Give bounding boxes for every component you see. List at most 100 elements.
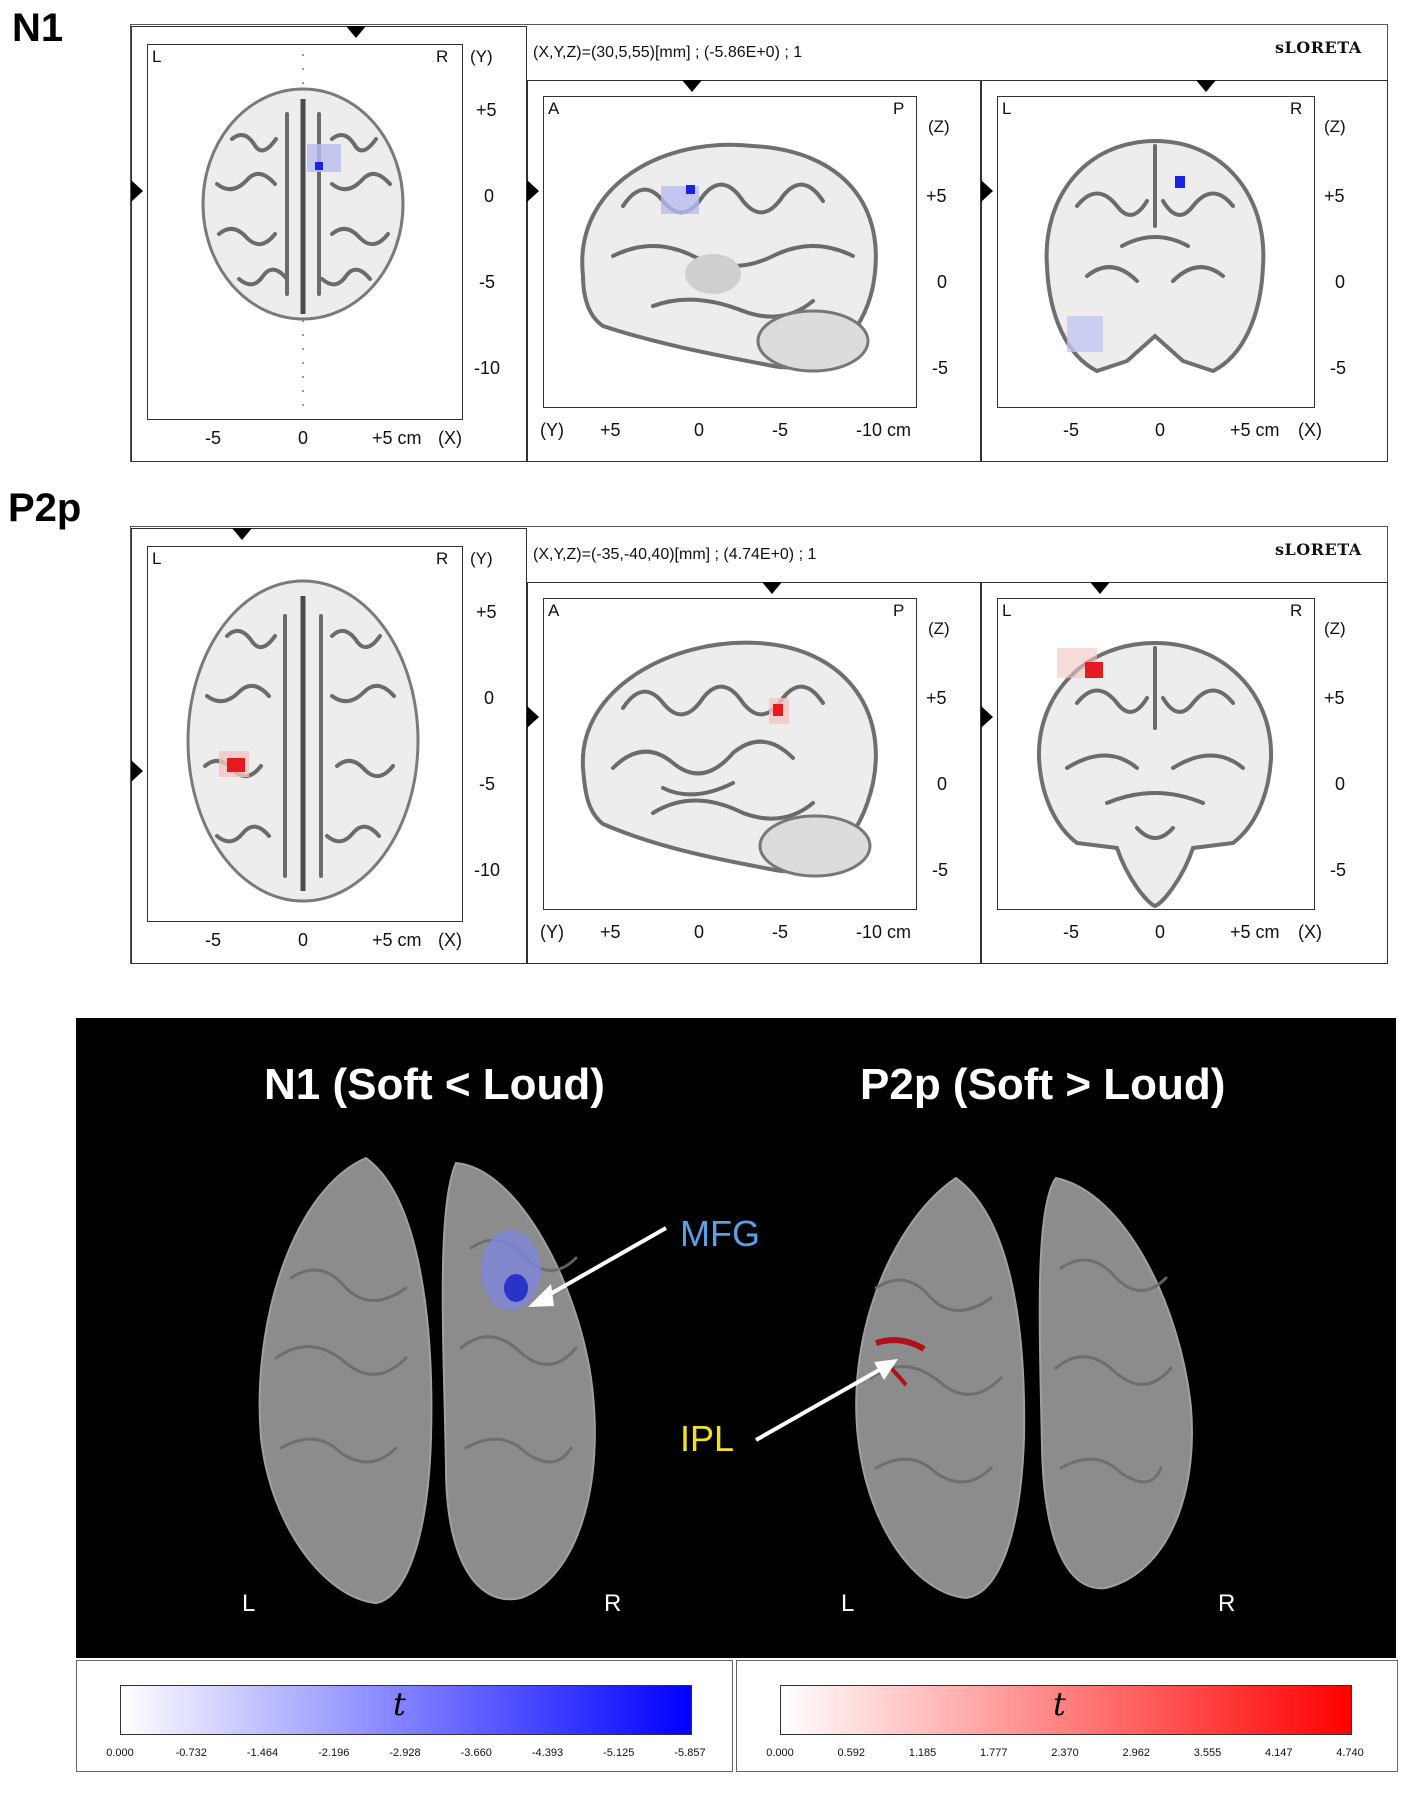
colorbar-tick: 0.000 bbox=[766, 1747, 794, 1759]
colorbar-tick: -5.857 bbox=[674, 1747, 706, 1759]
p2p-coronal-corner-left: L bbox=[1002, 601, 1012, 620]
panel-heading-p2p: P2p bbox=[8, 486, 82, 530]
mfg-annotation: MFG bbox=[680, 1213, 760, 1254]
p2p-coronal-xtick: (X) bbox=[1298, 922, 1322, 942]
n1-axial-ytick: -5 bbox=[479, 272, 496, 292]
n1-sagittal-axis-name: (Z) bbox=[928, 117, 950, 136]
p2p-axial-ytick: +5 bbox=[476, 602, 497, 622]
p2p-sagittal-xtick: 0 bbox=[694, 922, 705, 942]
colorbar-tick: 2.962 bbox=[1122, 1747, 1151, 1759]
p2p-axial-xtick: 0 bbox=[298, 930, 309, 950]
left-view-label-l: L bbox=[242, 1590, 256, 1617]
colorbar-tick: 4.740 bbox=[1336, 1747, 1364, 1759]
p2p-sagittal-top-marker bbox=[762, 582, 782, 594]
p2p-coronal-left-marker bbox=[981, 706, 993, 728]
p2p-coronal-brain-slice bbox=[1036, 640, 1274, 909]
render-left-title: N1 (Soft < Loud) bbox=[264, 1060, 605, 1109]
n1-coronal-left-marker bbox=[981, 180, 993, 202]
p2p-coronal-corner-right: R bbox=[1290, 601, 1303, 620]
n1-sagittal-xtick: 0 bbox=[694, 420, 705, 440]
right-hemisphere-b bbox=[1038, 1176, 1193, 1590]
p2p-sagittal-ytick: 0 bbox=[937, 774, 948, 794]
n1-axial-xtick: 0 bbox=[298, 428, 309, 448]
n1-sagittal-corner-left: A bbox=[548, 99, 560, 118]
p2p-axial-left-marker bbox=[131, 760, 143, 782]
p2p-coronal-axis-name: (Z) bbox=[1324, 619, 1346, 638]
p2p-sagittal-xtick: -5 bbox=[772, 922, 789, 942]
n1-sagittal-top-marker bbox=[682, 80, 702, 92]
n1-coronal-corner-right: R bbox=[1290, 99, 1303, 118]
p2p-sagittal-xtick: (Y) bbox=[540, 922, 564, 942]
colorbar-negative bbox=[120, 1685, 692, 1735]
n1-axial-corner-right: R bbox=[436, 47, 449, 66]
p2p-axial-ytick: 0 bbox=[484, 688, 495, 708]
p2p-sagittal-ytick: -5 bbox=[932, 860, 949, 880]
p2p-sagittal-brain-slice bbox=[580, 640, 878, 878]
colorbar-tick: 3.555 bbox=[1193, 1747, 1222, 1759]
n1-axial-ytick: +5 bbox=[476, 100, 497, 120]
colorbar-tick: -5.125 bbox=[603, 1747, 635, 1759]
n1-coronal-corner-left: L bbox=[1002, 99, 1012, 118]
n1-coronal-top-marker bbox=[1196, 80, 1216, 92]
p2p-sagittal-corner-right: P bbox=[893, 601, 905, 620]
left-hemisphere-b bbox=[855, 1176, 1026, 1600]
colorbar-tick: -3.660 bbox=[460, 1747, 492, 1759]
p2p-axial-ytick: -5 bbox=[479, 774, 496, 794]
n1-axial-ytick: -10 bbox=[474, 358, 501, 378]
colorbar-tick: -4.393 bbox=[531, 1747, 564, 1759]
right-view-label-l: L bbox=[841, 1590, 855, 1617]
colorbar-tick: 0.000 bbox=[106, 1747, 134, 1759]
ipl-arrow-line bbox=[755, 1363, 889, 1442]
n1-axial-xtick: -5 bbox=[205, 428, 222, 448]
p2p-axial-xtick: +5 cm bbox=[372, 930, 422, 950]
p2p-axial-ytick: -10 bbox=[474, 860, 501, 880]
ipl-activation bbox=[875, 1337, 926, 1352]
colorbar-tick: 1.185 bbox=[908, 1747, 937, 1759]
p2p-coronal-ytick: -5 bbox=[1330, 860, 1347, 880]
n1-coronal-brain-slice bbox=[1044, 138, 1266, 374]
n1-coronal-ytick: 0 bbox=[1335, 272, 1346, 292]
p2p-sagittal-xtick: +5 bbox=[600, 922, 621, 942]
p2p-axial-xtick: (X) bbox=[438, 930, 462, 950]
n1-axial-ytick: 0 bbox=[484, 186, 495, 206]
p2p-coronal-ytick: +5 bbox=[1324, 688, 1345, 708]
ipl-arrowhead bbox=[874, 1359, 898, 1380]
ipl-annotation: IPL bbox=[680, 1418, 735, 1459]
left-view-label-r: R bbox=[604, 1590, 622, 1617]
n1-axial-axis-name: (Y) bbox=[470, 47, 493, 66]
n1-coronal-xtick: (X) bbox=[1298, 420, 1322, 440]
p2p-axial-axis-name: (Y) bbox=[470, 549, 493, 568]
n1-coronal-ytick: -5 bbox=[1330, 358, 1347, 378]
colorbar-tick: 4.147 bbox=[1264, 1747, 1293, 1759]
p2p-sagittal-ytick: +5 bbox=[926, 688, 947, 708]
colorbar-negative-ticks: 0.000-0.732-1.464-2.196-2.928-3.660-4.39… bbox=[106, 1747, 705, 1761]
p2p-coronal-xtick: +5 cm bbox=[1230, 922, 1280, 942]
p2p-coronal-xtick: -5 bbox=[1063, 922, 1080, 942]
p2p-coronal-xtick: 0 bbox=[1155, 922, 1166, 942]
colorbar-tick: -0.732 bbox=[175, 1747, 207, 1759]
mfg-arrowhead bbox=[528, 1284, 554, 1307]
n1-coronal-xtick: +5 cm bbox=[1230, 420, 1280, 440]
n1-coordinate-readout: (X,Y,Z)=(30,5,55)[mm] ; (-5.86E+0) ; 1 bbox=[533, 44, 803, 61]
colorbar-tick: 1.777 bbox=[979, 1747, 1008, 1759]
colorbar-tick: -2.928 bbox=[389, 1747, 421, 1759]
p2p-axial-corner-left: L bbox=[152, 549, 162, 568]
p2p-axial-top-marker bbox=[232, 528, 252, 540]
n1-sagittal-ytick: -5 bbox=[932, 358, 949, 378]
colorbar-negative-panel: t 0.000-0.732-1.464-2.196-2.928-3.660-4.… bbox=[76, 1660, 733, 1772]
p2p-axial-xtick: -5 bbox=[205, 930, 222, 950]
mfg-peak bbox=[504, 1274, 528, 1302]
n1-coronal-xtick: 0 bbox=[1155, 420, 1166, 440]
colorbar-tick: -2.196 bbox=[318, 1747, 350, 1759]
n1-axial-corner-left: L bbox=[152, 47, 162, 66]
p2p-coronal-top-marker bbox=[1090, 582, 1110, 594]
right-hemisphere-a bbox=[441, 1161, 596, 1601]
p2p-coordinate-readout: (X,Y,Z)=(-35,-40,40)[mm] ; (4.74E+0) ; 1 bbox=[533, 546, 817, 563]
n1-axial-xtick: +5 cm bbox=[372, 428, 422, 448]
n1-sagittal-xtick: +5 bbox=[600, 420, 621, 440]
p2p-method-label: sLORETA bbox=[1275, 540, 1362, 559]
n1-sagittal-ytick: +5 bbox=[926, 186, 947, 206]
n1-sagittal-xtick: -10 cm bbox=[856, 420, 912, 440]
